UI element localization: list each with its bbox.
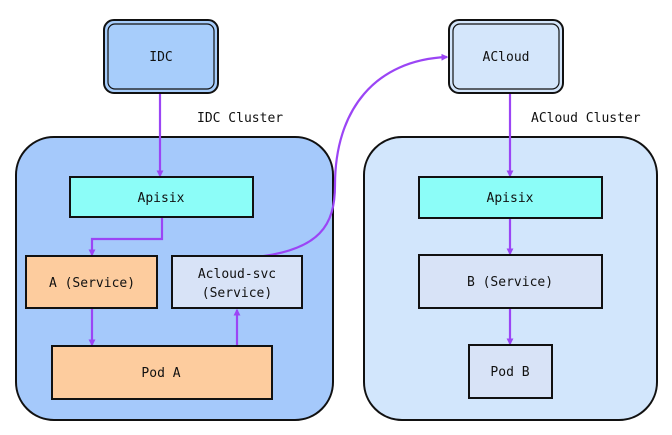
node-pod-b: Pod B <box>468 344 553 399</box>
node-acloud-svc-label-line1: Acloud-svc <box>198 267 276 282</box>
node-acloud-svc: Acloud-svc (Service) <box>171 255 303 309</box>
node-pod-a-label: Pod A <box>141 366 180 381</box>
node-idc: IDC <box>103 19 219 94</box>
node-b-service-label: B (Service) <box>467 275 553 290</box>
node-acloud: ACloud <box>448 19 564 94</box>
node-acloud-label: ACloud <box>483 50 530 65</box>
node-apisix-acloud: Apisix <box>418 176 603 219</box>
node-a-service-label: A (Service) <box>49 276 135 291</box>
acloud-cluster-label: ACloud Cluster <box>531 111 641 126</box>
node-a-service: A (Service) <box>25 255 158 309</box>
edge-acloud-svc-to-acloud <box>255 53 449 259</box>
node-b-service: B (Service) <box>418 254 603 309</box>
edge-apisix-to-a-service <box>88 217 164 257</box>
node-pod-b-label: Pod B <box>490 365 529 380</box>
node-apisix-acloud-label: Apisix <box>487 191 534 206</box>
node-acloud-svc-label-line2: (Service) <box>202 286 272 301</box>
idc-cluster-label: IDC Cluster <box>197 111 283 126</box>
node-apisix-idc: Apisix <box>69 176 254 218</box>
node-apisix-idc-label: Apisix <box>138 191 185 206</box>
node-pod-a: Pod A <box>51 345 273 400</box>
node-idc-label: IDC <box>149 50 172 65</box>
